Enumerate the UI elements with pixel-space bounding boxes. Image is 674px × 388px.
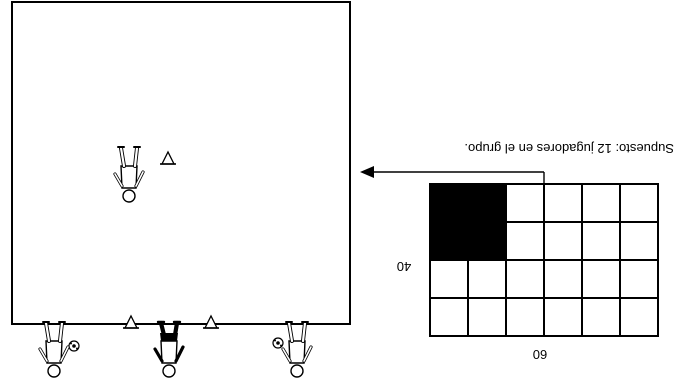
grid-cell — [619, 259, 659, 299]
grid-width-label: 60 — [533, 347, 547, 362]
grid-cell — [581, 259, 621, 299]
playing-field — [11, 1, 351, 325]
grid-cell — [619, 221, 659, 261]
grid-cell — [543, 183, 583, 223]
grid-cell — [619, 183, 659, 223]
grid-cell — [543, 297, 583, 337]
grid-cell — [581, 221, 621, 261]
player-center-dark — [155, 322, 183, 377]
player-left — [281, 320, 313, 379]
grid-cell — [467, 297, 507, 337]
cone-icon — [122, 315, 140, 329]
grid-cell — [505, 183, 545, 223]
player-right — [38, 320, 70, 379]
grid-cell — [543, 221, 583, 261]
area-grid — [429, 183, 659, 337]
grid-cell — [619, 297, 659, 337]
grid-cell — [581, 297, 621, 337]
caption: Supuesto: 12 jugadores en el grupo. — [464, 141, 674, 156]
grid-cell — [505, 297, 545, 337]
grid-cell — [429, 259, 469, 299]
cone-icon — [159, 151, 177, 165]
grid-cell — [467, 259, 507, 299]
grid-cell — [505, 221, 545, 261]
grid-cell — [429, 297, 469, 337]
grid-cell — [505, 259, 545, 299]
rotated-scene: 60 40 Supuesto: 12 jugadores en el grupo… — [11, 1, 674, 379]
player-middle — [113, 145, 145, 204]
arrow — [360, 166, 545, 184]
cone-icon — [202, 315, 220, 329]
grid-height-label: 40 — [397, 259, 411, 274]
grid-highlight-block — [429, 183, 507, 261]
grid-cell — [543, 259, 583, 299]
ball-icon — [272, 337, 284, 349]
ball-icon — [68, 340, 80, 352]
grid-cell — [581, 183, 621, 223]
